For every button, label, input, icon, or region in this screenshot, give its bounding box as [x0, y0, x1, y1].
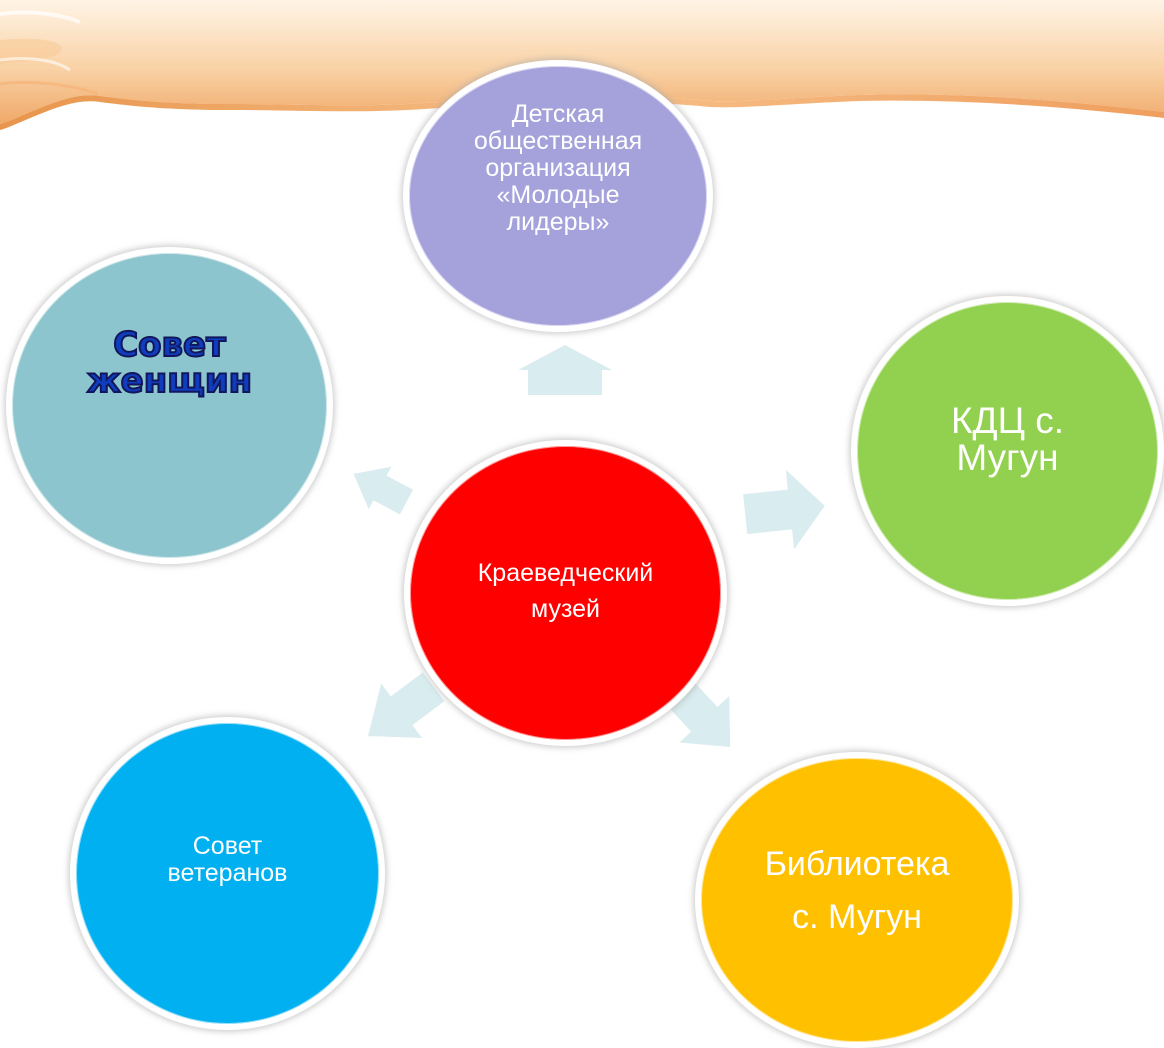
arrow-to-left	[353, 466, 414, 515]
node-local-history-museum: Краеведческий музей	[404, 440, 727, 746]
node-culture-center-label: КДЦ с. Мугун	[950, 400, 1065, 478]
arrow-to-top	[518, 345, 612, 395]
node-local-history-museum-label: Краеведческий музей	[477, 558, 654, 623]
arrow-to-right	[743, 469, 825, 550]
node-library-label: Библиотека с. Мугун	[764, 845, 950, 936]
node-library: Библиотека с. Мугун	[695, 752, 1019, 1048]
node-womens-council: Совет женщин	[6, 247, 333, 564]
arrow-to-bottom-left	[368, 672, 445, 738]
node-womens-council-label: Совет женщин	[86, 324, 253, 401]
node-culture-center: КДЦ с. Мугун	[851, 296, 1164, 606]
node-veterans-council-label: Совет ветеранов	[167, 831, 288, 887]
node-youth-organization-label: Детская общественная организация «Молоды…	[473, 99, 643, 236]
node-veterans-council: Совет ветеранов	[70, 717, 385, 1030]
node-youth-organization: Детская общественная организация «Молоды…	[403, 60, 713, 332]
